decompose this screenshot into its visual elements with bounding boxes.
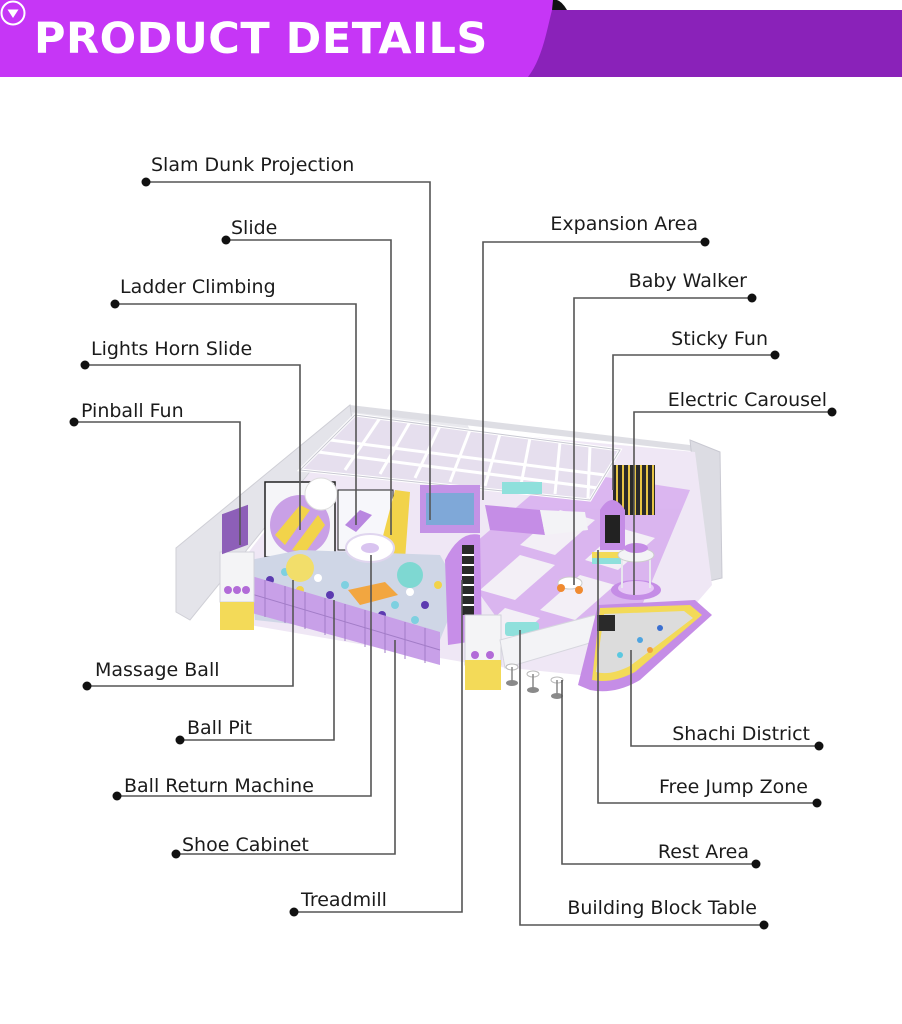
label-massage-ball: Massage Ball	[95, 659, 220, 681]
header-banner: PRODUCT DETAILS	[0, 0, 902, 78]
label-slam-dunk-projection: Slam Dunk Projection	[151, 154, 355, 176]
label-building-block-table: Building Block Table	[567, 897, 757, 919]
label-free-jump-zone: Free Jump Zone	[659, 776, 808, 798]
label-slide: Slide	[231, 217, 278, 239]
label-ladder-climbing: Ladder Climbing	[120, 276, 276, 298]
label-lights-horn-slide: Lights Horn Slide	[91, 338, 253, 360]
label-expansion-area: Expansion Area	[550, 213, 698, 235]
label-shachi-district: Shachi District	[672, 723, 810, 745]
label-pinball-fun: Pinball Fun	[81, 400, 184, 422]
label-ball-pit: Ball Pit	[187, 717, 253, 739]
label-sticky-fun: Sticky Fun	[671, 328, 768, 350]
label-ball-return-machine: Ball Return Machine	[124, 775, 314, 797]
label-treadmill: Treadmill	[301, 889, 387, 911]
page-title: PRODUCT DETAILS	[34, 14, 488, 64]
label-electric-carousel: Electric Carousel	[667, 389, 827, 411]
dot-slam-dunk-projection	[141, 177, 151, 187]
label-rest-area: Rest Area	[657, 841, 749, 863]
header-background	[0, 0, 902, 77]
label-shoe-cabinet: Shoe Cabinet	[182, 834, 309, 856]
label-baby-walker: Baby Walker	[628, 270, 747, 292]
circle-down-arrow-icon[interactable]	[0, 0, 26, 26]
